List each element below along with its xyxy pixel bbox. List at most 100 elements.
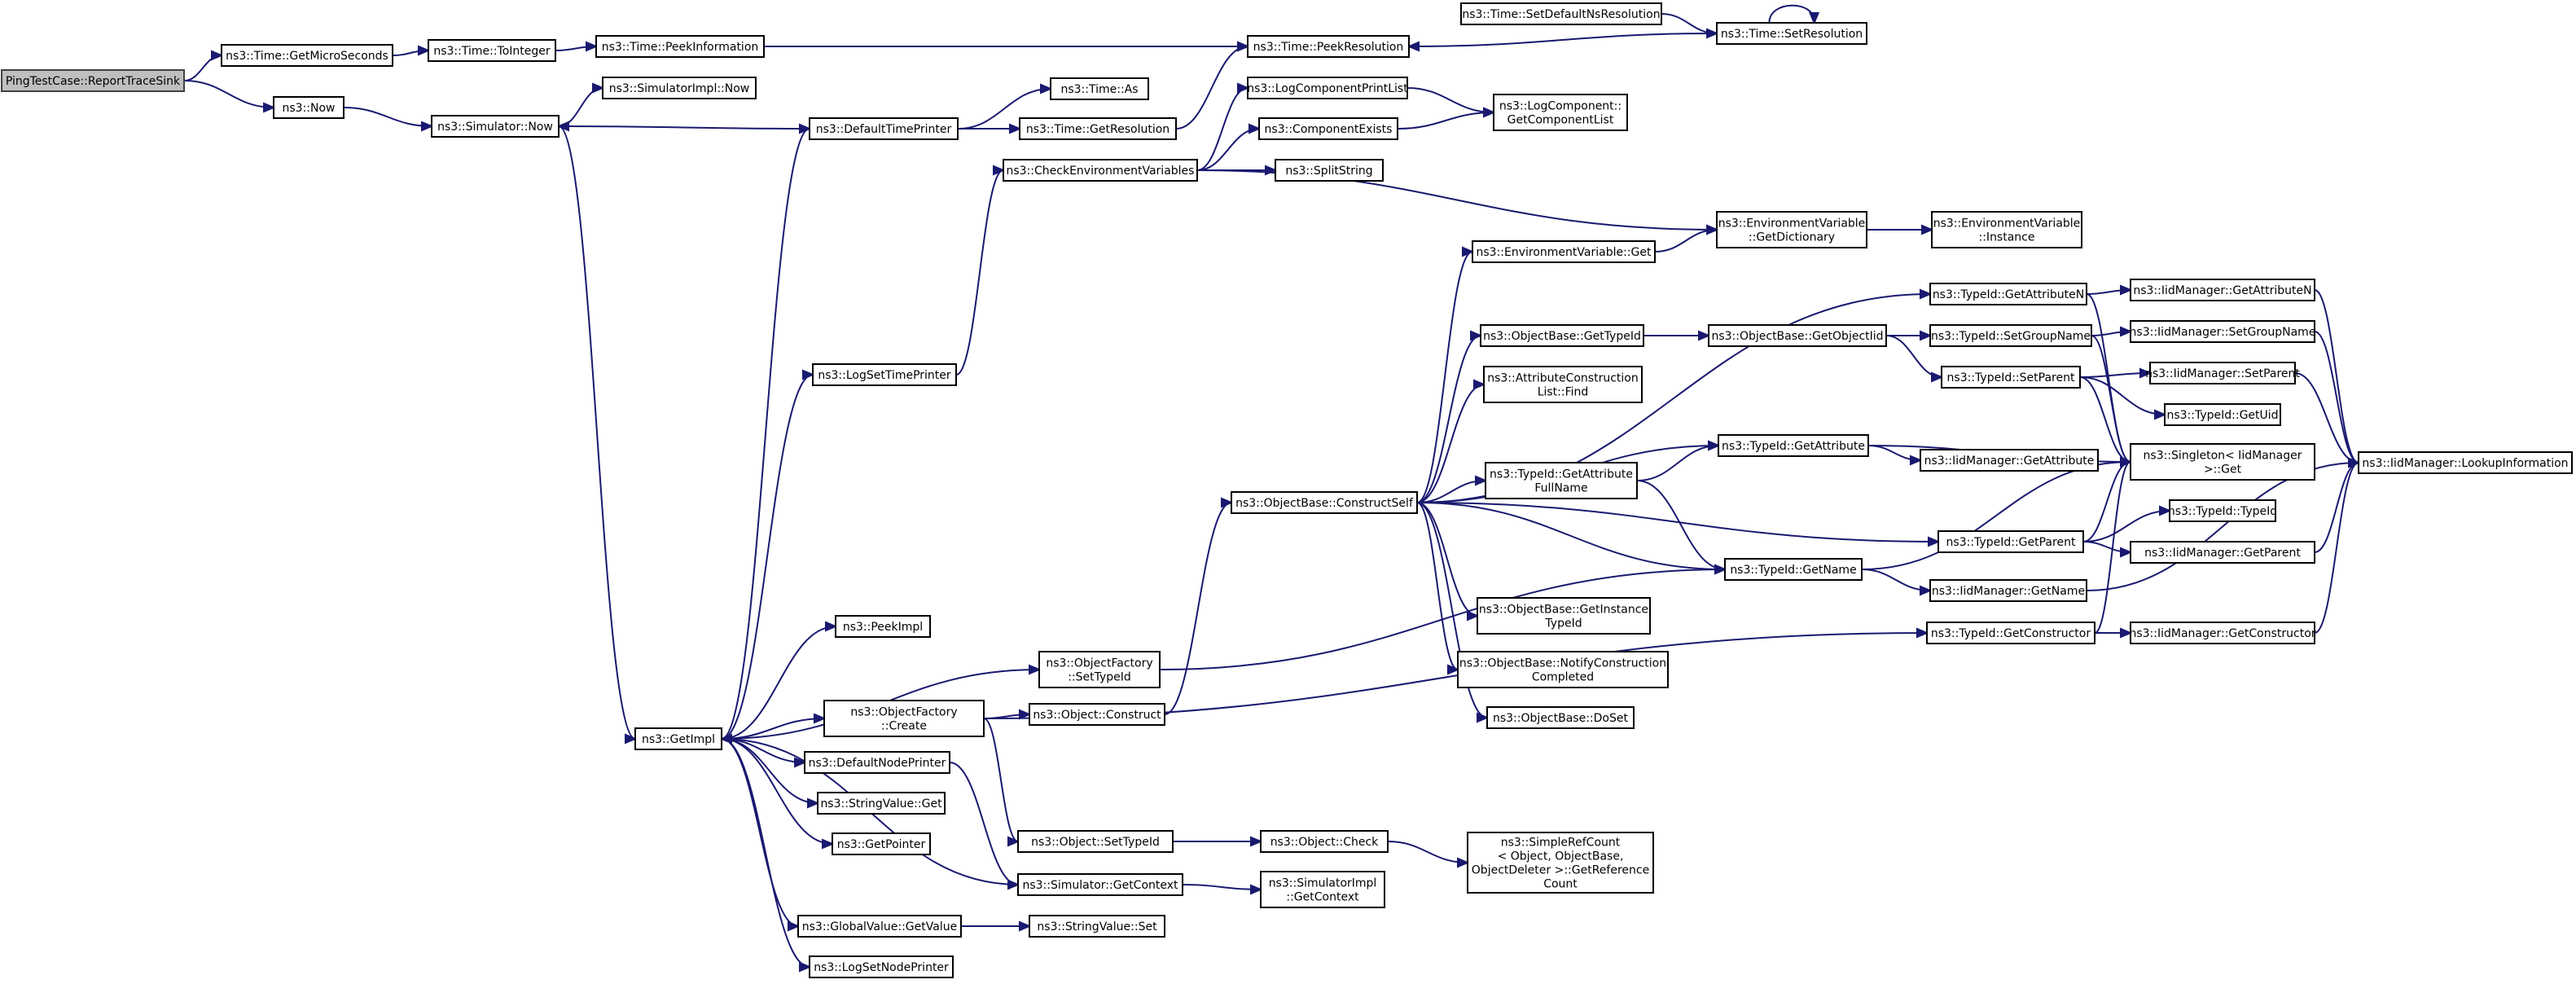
node-lookupInformation[interactable]: ns3::IidManager::LookupInformation xyxy=(2358,451,2573,474)
node-splitString[interactable]: ns3::SplitString xyxy=(1275,159,1384,182)
node-simulatorImplNow[interactable]: ns3::SimulatorImpl::Now xyxy=(602,77,757,99)
node-box xyxy=(1003,159,1198,182)
call-edge-root-to-getMicroSeconds xyxy=(183,50,224,81)
node-envVarInstance[interactable]: ns3::EnvironmentVariable::Instance xyxy=(1931,211,2082,248)
node-label: ns3::IidManager::LookupInformation xyxy=(2362,457,2568,470)
node-label: ns3::ObjectBase::GetInstance xyxy=(1479,604,1648,617)
node-objectFactorySetTypeId[interactable]: ns3::ObjectFactory::SetTypeId xyxy=(1038,651,1161,688)
call-edge-constructSelf-to-typeIdGetParent xyxy=(1416,502,1941,547)
node-setResolution[interactable]: ns3::Time::SetResolution xyxy=(1716,22,1867,45)
call-edge-typeIdGetAttributeN-to-singletonGet xyxy=(2086,293,2133,468)
call-edge-constructSelf-to-objectBaseDoSet xyxy=(1416,502,1490,723)
node-typeIdGetName[interactable]: ns3::TypeId::GetName xyxy=(1724,558,1863,581)
node-typeIdGetParent[interactable]: ns3::TypeId::GetParent xyxy=(1937,530,2084,553)
node-componentExists[interactable]: ns3::ComponentExists xyxy=(1258,117,1398,140)
node-root[interactable]: PingTestCase::ReportTraceSink xyxy=(1,69,185,92)
node-singletonGet[interactable]: ns3::Singleton< IidManager >::Get xyxy=(2130,443,2315,481)
node-setDefaultNsResolution[interactable]: ns3::Time::SetDefaultNsResolution xyxy=(1460,2,1662,25)
node-iidGetName[interactable]: ns3::IidManager::GetName xyxy=(1929,579,2087,602)
node-getPointer[interactable]: ns3::GetPointer xyxy=(832,832,931,855)
node-logSetNodePrinter[interactable]: ns3::LogSetNodePrinter xyxy=(809,955,954,978)
node-label: ns3::IidManager::GetName xyxy=(1932,585,2085,598)
node-peekResolution[interactable]: ns3::Time::PeekResolution xyxy=(1247,35,1410,58)
node-checkEnvVars[interactable]: ns3::CheckEnvironmentVariables xyxy=(1003,159,1198,182)
node-label: ns3::IidManager::GetAttributeN xyxy=(2133,284,2311,297)
node-label: ns3::TypeId::TypeId xyxy=(2168,505,2277,518)
node-getMicroSeconds[interactable]: ns3::Time::GetMicroSeconds xyxy=(221,44,393,67)
node-iidGetAttributeN[interactable]: ns3::IidManager::GetAttributeN xyxy=(2130,279,2315,301)
node-typeIdGetAttribute[interactable]: ns3::TypeId::GetAttribute xyxy=(1718,434,1869,457)
node-stringValueGet[interactable]: ns3::StringValue::Get xyxy=(817,792,946,815)
node-defaultTimePrinter[interactable]: ns3::DefaultTimePrinter xyxy=(809,117,959,140)
node-objectSetTypeId[interactable]: ns3::Object::SetTypeId xyxy=(1017,830,1174,853)
node-objectCheck[interactable]: ns3::Object::Check xyxy=(1260,830,1389,853)
call-edge-defaultNodePrinter-to-simulatorGetContext xyxy=(949,762,1020,890)
call-edge-typeIdSetGroupName-to-singletonGet xyxy=(2091,335,2133,468)
node-label: ns3::IidManager::SetParent xyxy=(2145,367,2300,380)
node-notifyConstructionCompleted[interactable]: ns3::ObjectBase::NotifyConstructionCompl… xyxy=(1457,651,1669,688)
node-simulatorNow[interactable]: ns3::Simulator::Now xyxy=(431,115,560,138)
node-box xyxy=(2358,451,2573,474)
node-logComponentPrintList[interactable]: ns3::LogComponentPrintList xyxy=(1247,77,1408,99)
node-defaultNodePrinter[interactable]: ns3::DefaultNodePrinter xyxy=(804,751,950,774)
node-iidGetConstructor[interactable]: ns3::IidManager::GetConstructor xyxy=(2129,622,2316,644)
node-label: ns3::LogSetTimePrinter xyxy=(818,369,951,382)
call-edge-defaultTimePrinter-to-simulatorNow xyxy=(556,121,810,132)
node-simulatorImplGetContext[interactable]: ns3::SimulatorImpl::GetContext xyxy=(1260,871,1385,908)
node-iidSetParent[interactable]: ns3::IidManager::SetParent xyxy=(2145,362,2300,384)
node-logSetTimePrinter[interactable]: ns3::LogSetTimePrinter xyxy=(812,363,957,386)
node-timeGetResolution[interactable]: ns3::Time::GetResolution xyxy=(1019,117,1177,140)
node-envVarGetDictionary[interactable]: ns3::EnvironmentVariable::GetDictionary xyxy=(1716,211,1867,248)
node-iidGetAttribute[interactable]: ns3::IidManager::GetAttribute xyxy=(1920,449,2099,472)
node-getImpl[interactable]: ns3::GetImpl xyxy=(634,727,722,750)
node-typeIdGetUid[interactable]: ns3::TypeId::GetUid xyxy=(2164,403,2281,426)
node-label: ns3::Time::PeekInformation xyxy=(602,41,759,54)
node-stringValueSet[interactable]: ns3::StringValue::Set xyxy=(1029,915,1165,938)
node-box xyxy=(1926,622,2095,644)
node-typeIdTypeId[interactable]: ns3::TypeId::TypeId xyxy=(2168,499,2277,522)
node-typeIdGetConstructor[interactable]: ns3::TypeId::GetConstructor xyxy=(1926,622,2095,644)
node-objectFactoryCreate[interactable]: ns3::ObjectFactory::Create xyxy=(823,700,985,737)
node-box xyxy=(823,700,985,737)
node-box xyxy=(634,727,722,750)
node-objectBaseGetObjectIid[interactable]: ns3::ObjectBase::GetObjectIid xyxy=(1708,324,1887,347)
call-edge-now-to-simulatorNow xyxy=(343,107,434,132)
node-label: ns3::Time::GetMicroSeconds xyxy=(226,50,388,63)
node-label: ns3::Time::As xyxy=(1060,83,1138,96)
node-globalValueGetValue[interactable]: ns3::GlobalValue::GetValue xyxy=(797,915,962,938)
node-typeIdSetGroupName[interactable]: ns3::TypeId::SetGroupName xyxy=(1929,324,2092,347)
call-edge-objectSetTypeId-to-objectCheck xyxy=(1172,836,1263,847)
node-label: ::Instance xyxy=(1979,231,2035,244)
node-box xyxy=(431,115,560,138)
node-simpleRefCount[interactable]: ns3::SimpleRefCount< Object, ObjectBase,… xyxy=(1467,832,1654,894)
node-envVarGet[interactable]: ns3::EnvironmentVariable::Get xyxy=(1472,240,1656,263)
node-peekImpl[interactable]: ns3::PeekImpl xyxy=(835,615,931,638)
node-toInteger[interactable]: ns3::Time::ToInteger xyxy=(428,39,556,62)
call-edge-objectBaseGetObjectIid-to-typeIdSetParent xyxy=(1885,335,1944,383)
node-now[interactable]: ns3::Now xyxy=(273,96,344,119)
node-constructSelf[interactable]: ns3::ObjectBase::ConstructSelf xyxy=(1231,491,1418,514)
node-label: ns3::IidManager::GetParent xyxy=(2144,547,2301,560)
node-label: ns3::TypeId::GetAttribute xyxy=(1490,468,1633,481)
node-iidSetGroupName[interactable]: ns3::IidManager::SetGroupName xyxy=(2130,320,2316,343)
node-peekInformation[interactable]: ns3::Time::PeekInformation xyxy=(595,35,765,58)
node-objectBaseDoSet[interactable]: ns3::ObjectBase::DoSet xyxy=(1486,706,1635,729)
node-simulatorGetContext[interactable]: ns3::Simulator::GetContext xyxy=(1017,873,1183,896)
node-typeIdGetAttributeN[interactable]: ns3::TypeId::GetAttributeN xyxy=(1929,283,2087,305)
node-iidGetParent[interactable]: ns3::IidManager::GetParent xyxy=(2130,541,2315,564)
node-objectBaseGetTypeId[interactable]: ns3::ObjectBase::GetTypeId xyxy=(1480,324,1644,347)
node-label: ns3::Object::Construct xyxy=(1033,709,1161,722)
node-objectConstruct[interactable]: ns3::Object::Construct xyxy=(1029,703,1165,726)
node-label: ns3::IidManager::GetAttribute xyxy=(1924,455,2095,468)
node-timeAs[interactable]: ns3::Time::As xyxy=(1050,77,1149,100)
node-box xyxy=(1029,703,1165,726)
node-logComponentGetList[interactable]: ns3::LogComponent::GetComponentList xyxy=(1493,94,1628,131)
node-typeIdSetParent[interactable]: ns3::TypeId::SetParent xyxy=(1941,366,2081,389)
node-box xyxy=(1941,366,2081,389)
call-edge-defaultTimePrinter-to-timeGetResolution xyxy=(957,123,1022,134)
node-box xyxy=(1724,558,1863,581)
